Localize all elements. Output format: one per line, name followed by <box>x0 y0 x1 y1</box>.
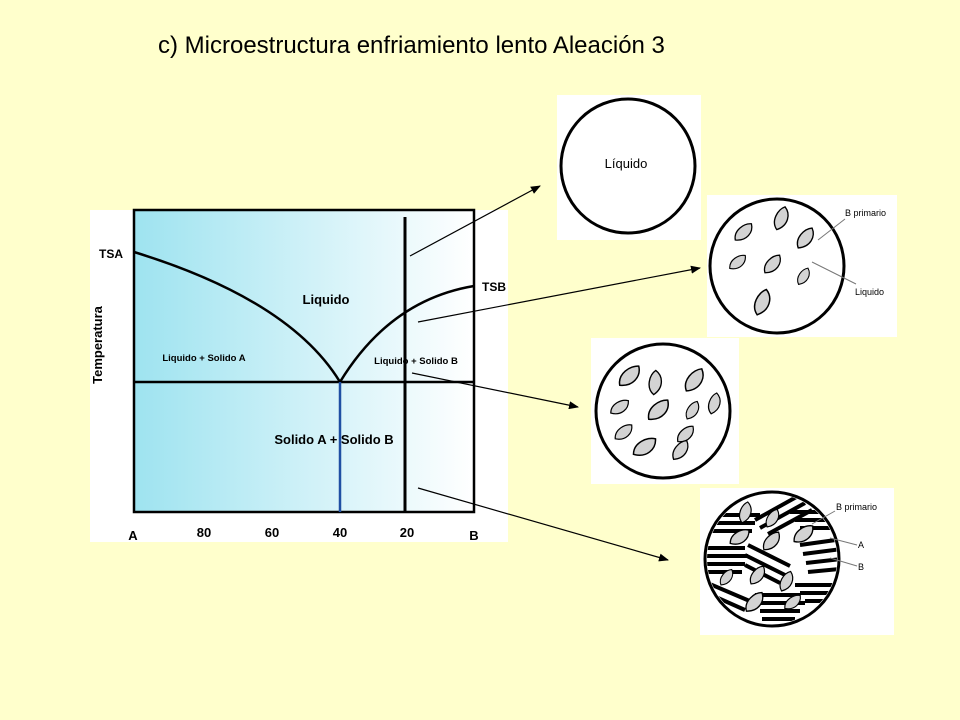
liquid-label: Líquido <box>605 156 648 171</box>
leader-a <box>829 537 858 546</box>
arrow-to-eutectic <box>417 487 669 562</box>
phase-b-label: B <box>858 562 864 572</box>
leader-liquid <box>811 261 857 285</box>
liquid-solid-b-label: Liquido + Solido B <box>374 356 458 367</box>
x-tick-label: 60 <box>265 525 279 540</box>
diagram-plot-area <box>132 208 476 514</box>
leader-primary <box>817 218 846 241</box>
arrow-to-primary-b-grown <box>411 372 579 410</box>
y-axis-label: Temperatura <box>90 305 105 384</box>
phase-diagram: TSA TSB Liquido Liquido + Solido A Liqui… <box>90 208 508 543</box>
tsb-label: TSB <box>482 280 506 294</box>
x-axis-left-label: A <box>128 528 138 543</box>
liquidus-curve-a <box>133 250 342 383</box>
x-tick-label: 40 <box>333 525 347 540</box>
arrows <box>409 185 701 562</box>
arrow-to-liquid <box>409 185 541 257</box>
x-axis-right-label: B <box>469 528 478 543</box>
liquid-small-label: Liquido <box>855 287 884 297</box>
micrograph-primary-b: B primario Liquido <box>707 195 897 337</box>
solid-a-b-label: Solido A + Solido B <box>274 432 393 447</box>
leader-eutectic-primary <box>811 510 836 525</box>
primary-b-label: B primario <box>845 208 886 218</box>
x-tick-label: 80 <box>197 525 211 540</box>
micrograph-liquid: Líquido <box>557 95 701 240</box>
micrograph-1-circle <box>559 97 697 235</box>
liquid-region-label: Liquido <box>303 292 350 307</box>
micrograph-eutectic: B primario A B <box>700 488 894 635</box>
x-tick-label: 20 <box>400 525 414 540</box>
liquidus-curve-b <box>338 284 475 383</box>
eutectic-primary-b-label: B primario <box>836 502 877 512</box>
micrograph-primary-b-grown <box>591 338 739 484</box>
arrow-to-primary-b <box>417 265 701 323</box>
leader-b <box>829 557 858 567</box>
phase-a-label: A <box>858 540 864 550</box>
slide-title: c) Microestructura enfriamiento lento Al… <box>158 32 665 59</box>
tsa-label: TSA <box>99 247 123 261</box>
liquid-solid-a-label: Liquido + Solido A <box>162 353 245 364</box>
